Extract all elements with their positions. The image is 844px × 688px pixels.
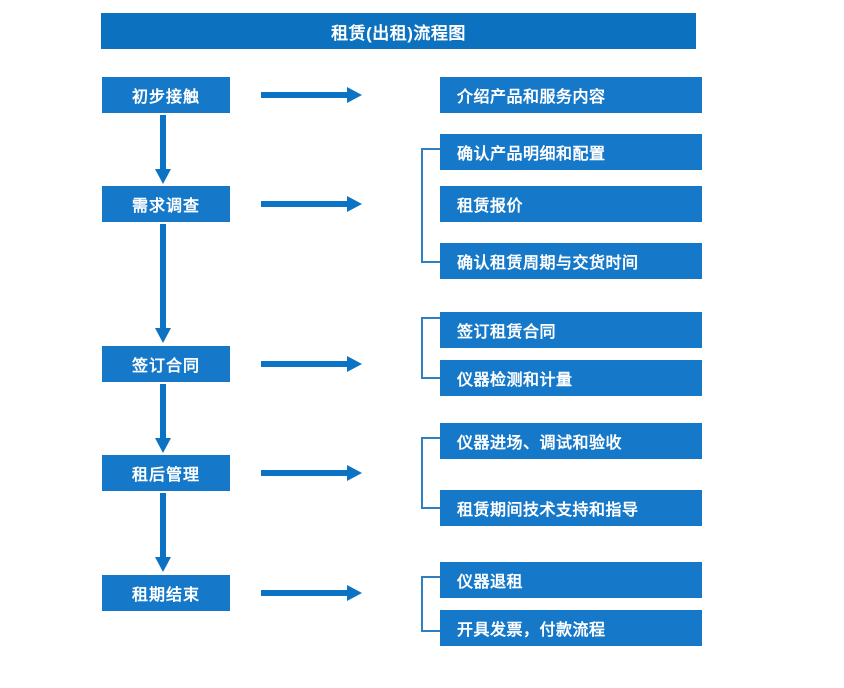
task-box-2-3[interactable]: 确认租赁周期与交货时间 (440, 243, 702, 279)
stage-box-4[interactable]: 租后管理 (102, 455, 230, 491)
group-bracket-3 (419, 317, 441, 379)
task-box-1-1[interactable]: 介绍产品和服务内容 (440, 77, 702, 113)
horizontal-arrow-4 (261, 464, 363, 482)
group-bracket-5 (419, 576, 441, 632)
stage-box-1[interactable]: 初步接触 (102, 77, 230, 113)
flowchart-title: 租赁(出租)流程图 (101, 13, 696, 49)
task-box-4-2[interactable]: 租赁期间技术支持和指导 (440, 490, 702, 526)
stage-box-2[interactable]: 需求调查 (102, 186, 230, 222)
horizontal-arrow-3 (261, 355, 363, 373)
group-bracket-4 (419, 437, 441, 509)
task-box-5-2[interactable]: 开具发票，付款流程 (440, 610, 702, 646)
vertical-arrow-4 (154, 493, 172, 573)
stage-box-5[interactable]: 租期结束 (102, 575, 230, 611)
task-box-3-2[interactable]: 仪器检测和计量 (440, 360, 702, 396)
horizontal-arrow-1 (261, 86, 363, 104)
task-box-4-1[interactable]: 仪器进场、调试和验收 (440, 423, 702, 459)
task-box-2-1[interactable]: 确认产品明细和配置 (440, 134, 702, 170)
vertical-arrow-3 (154, 384, 172, 454)
task-box-5-1[interactable]: 仪器退租 (440, 562, 702, 598)
vertical-arrow-1 (154, 115, 172, 185)
stage-box-3[interactable]: 签订合同 (102, 346, 230, 382)
horizontal-arrow-2 (261, 195, 363, 213)
task-box-2-2[interactable]: 租赁报价 (440, 186, 702, 222)
horizontal-arrow-5 (261, 584, 363, 602)
vertical-arrow-2 (154, 224, 172, 344)
group-bracket-2 (419, 148, 441, 263)
task-box-3-1[interactable]: 签订租赁合同 (440, 312, 702, 348)
